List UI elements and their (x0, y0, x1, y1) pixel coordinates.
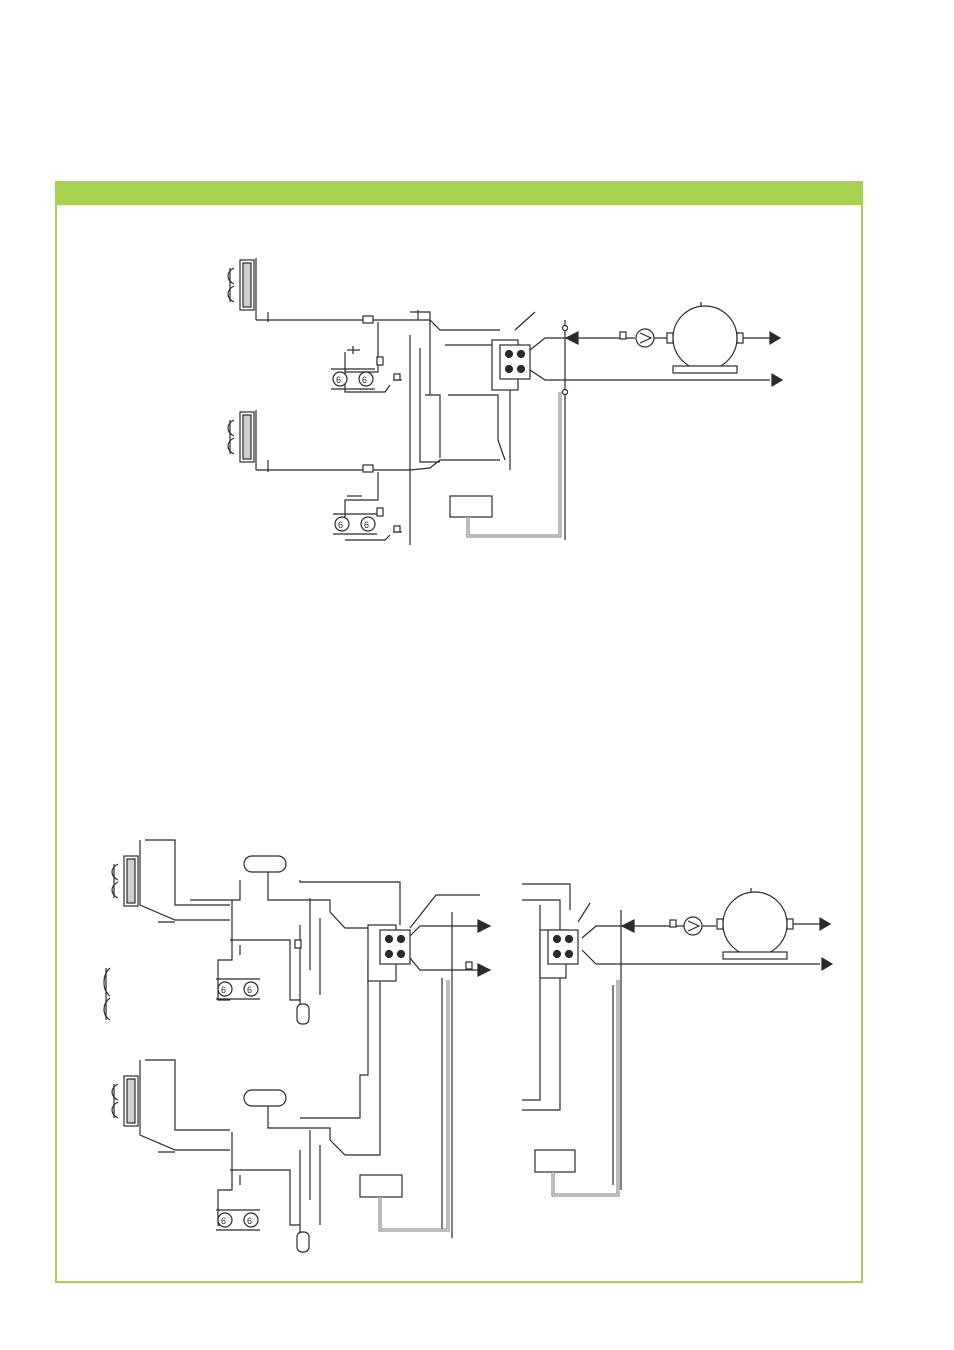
receiver-icon (243, 1089, 287, 1107)
arrow-out-icon (821, 956, 834, 972)
tank-icon (666, 301, 744, 374)
control-box-icon (449, 495, 493, 518)
arrow-out-icon (564, 331, 579, 345)
pump-icon (619, 328, 655, 348)
arrow-in-icon (819, 916, 832, 932)
control-box-icon (534, 1149, 576, 1173)
arrow-out-icon (477, 963, 492, 977)
arrow-out-icon (620, 919, 635, 933)
accumulator-icon (296, 1003, 310, 1025)
accumulator-icon (296, 1231, 310, 1253)
bottom-schematic (103, 839, 834, 1253)
tank-icon (716, 887, 794, 960)
schematic-panel (55, 181, 863, 1283)
fan-coil-icon (111, 855, 139, 1127)
compressor-icon (215, 978, 261, 1000)
arrow-in-icon (477, 919, 492, 933)
fan-coil-icon (227, 259, 255, 463)
compressor-icon (215, 1209, 261, 1231)
compressor-icon (332, 513, 378, 535)
control-box-icon (359, 1174, 403, 1198)
arrow-out-icon (771, 372, 784, 388)
pump-icon (669, 916, 703, 936)
arrow-in-icon (769, 330, 782, 346)
top-schematic (227, 258, 784, 545)
receiver-icon (243, 855, 287, 873)
panel-header-bar (57, 183, 861, 205)
